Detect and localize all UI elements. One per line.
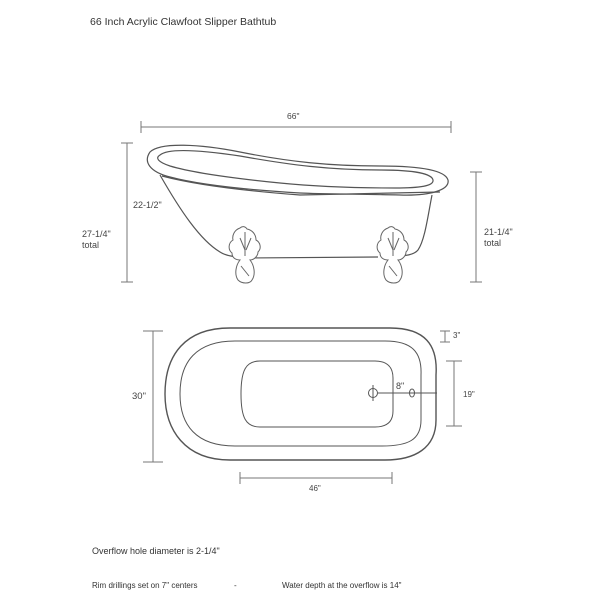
- length-dimension-line: [140, 121, 452, 133]
- width-dimension-line: [143, 330, 163, 463]
- inner-width-label: 19": [463, 390, 475, 399]
- length-label: 66": [287, 111, 300, 121]
- claw-foot-left: [228, 226, 261, 284]
- left-total-height-suffix: total: [82, 240, 100, 251]
- inner-width-dimension-line: [446, 360, 462, 427]
- left-total-height-value: 27-1/4": [82, 229, 111, 239]
- overflow-note: Overflow hole diameter is 2-1/4": [92, 546, 220, 556]
- tub-height-label: 22-1/2": [133, 200, 162, 210]
- width-label: 30": [132, 391, 146, 402]
- left-total-height-label: 27-1/4" total: [82, 229, 111, 252]
- right-total-height-value: 21-1/4": [484, 227, 513, 237]
- tub-side-view: [146, 144, 449, 259]
- right-total-height-suffix: total: [484, 238, 502, 249]
- claw-foot-right: [376, 226, 409, 284]
- bottom-length-label: 46": [309, 484, 321, 493]
- drain-overflow-markers: [368, 385, 437, 401]
- rim-drillings-note: Rim drillings set on 7" centers: [92, 581, 198, 590]
- water-depth-note: Water depth at the overflow is 14": [282, 581, 402, 590]
- notes-separator: -: [234, 581, 237, 590]
- right-height-dimension-line: [470, 171, 482, 283]
- left-height-dimension-line: [121, 142, 133, 283]
- rim-width-label: 3": [453, 331, 461, 340]
- diagram-title: 66 Inch Acrylic Clawfoot Slipper Bathtub: [90, 16, 277, 28]
- bottom-length-dimension-line: [239, 472, 393, 484]
- right-total-height-label: 21-1/4" total: [484, 227, 513, 250]
- rim-dimension-line: [440, 330, 450, 343]
- overflow-icon: [409, 388, 415, 398]
- tub-top-view: [164, 327, 437, 461]
- drain-to-overflow-label: 8": [396, 381, 405, 391]
